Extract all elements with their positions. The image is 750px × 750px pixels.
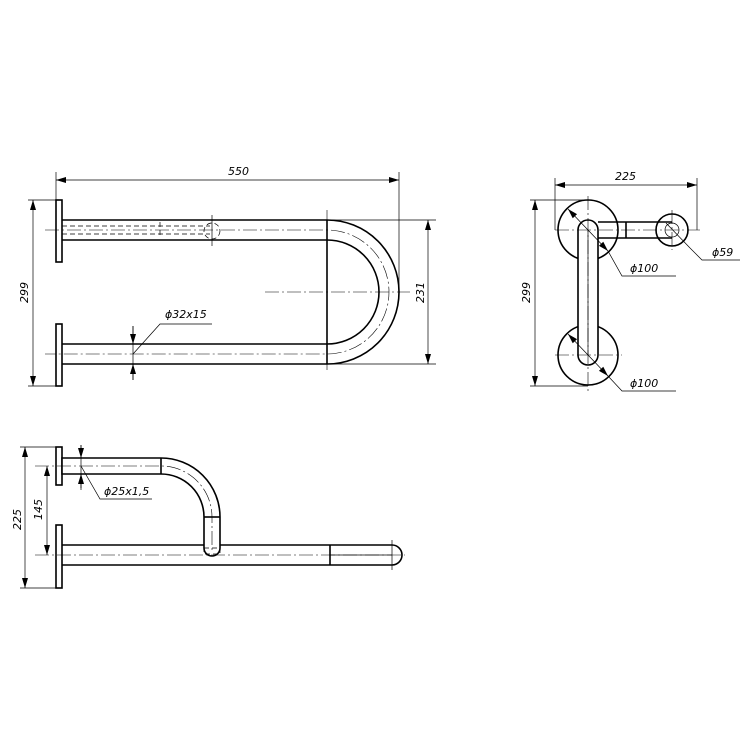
top-flange (55, 199, 63, 263)
tube-spec-label-top: ϕ25x1,5 (104, 485, 149, 498)
top-view: 225 145 ϕ25x1,5 (11, 445, 405, 589)
side-view: 225 299 ϕ100 ϕ100 ϕ59 (520, 170, 740, 392)
dim-231: 231 (414, 282, 427, 303)
bent-tube (61, 457, 221, 557)
dim-145: 145 (32, 499, 45, 520)
lower-flange (55, 524, 63, 589)
dim-299: 299 (18, 282, 31, 303)
dim-225: 225 (615, 170, 636, 183)
small-flange-label: ϕ59 (712, 246, 733, 259)
bottom-flange (55, 323, 63, 387)
dim-225-top: 225 (11, 509, 24, 530)
flange-bottom-label: ϕ100 (630, 377, 658, 390)
flange-top-label: ϕ100 (630, 262, 658, 275)
dim-299-side: 299 (520, 282, 533, 303)
dim-550: 550 (228, 165, 249, 178)
tube-spec-label: ϕ32x15 (165, 308, 207, 321)
front-view: 550 299 231 ϕ32x15 (18, 165, 436, 387)
